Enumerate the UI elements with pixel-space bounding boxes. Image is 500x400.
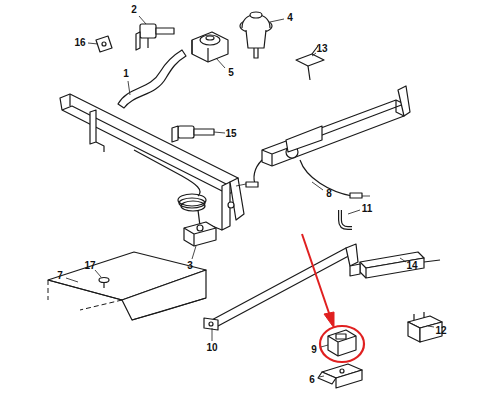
screw: [99, 278, 109, 289]
callout-number: 4: [286, 12, 294, 24]
callout-number: 7: [56, 270, 64, 282]
valve: [136, 24, 174, 50]
burner-cap: [240, 12, 272, 58]
callout-number: 10: [205, 342, 218, 354]
manifold: [60, 50, 244, 230]
callout-number: 17: [83, 260, 96, 272]
callout-number: 11: [361, 203, 374, 215]
clip: [96, 36, 112, 52]
callout-number: 8: [325, 188, 333, 200]
callout-number: 15: [224, 128, 237, 140]
callout-number: 16: [73, 37, 86, 49]
switch: [328, 330, 356, 356]
callout-number: 3: [186, 260, 194, 272]
tube: [340, 210, 352, 228]
igniter: [350, 252, 440, 278]
callout-number: 2: [130, 4, 138, 16]
burner-frame: [236, 86, 410, 198]
support-bar: [204, 244, 358, 330]
valve: [172, 126, 214, 142]
thermostat-valve: [134, 150, 216, 246]
callout-number: 6: [308, 374, 316, 386]
callout-number: 1: [122, 68, 130, 80]
heat-shield: [48, 252, 206, 320]
callout-number: 12: [434, 325, 447, 337]
highlight: [302, 234, 364, 362]
callout-number: 9: [310, 344, 318, 356]
callout-number: 5: [227, 67, 235, 79]
leader-lines: [66, 16, 434, 377]
callout-number: 14: [405, 260, 418, 272]
valve-body: [192, 32, 228, 62]
mounting-bracket: [318, 364, 362, 388]
callout-number: 13: [315, 43, 328, 55]
